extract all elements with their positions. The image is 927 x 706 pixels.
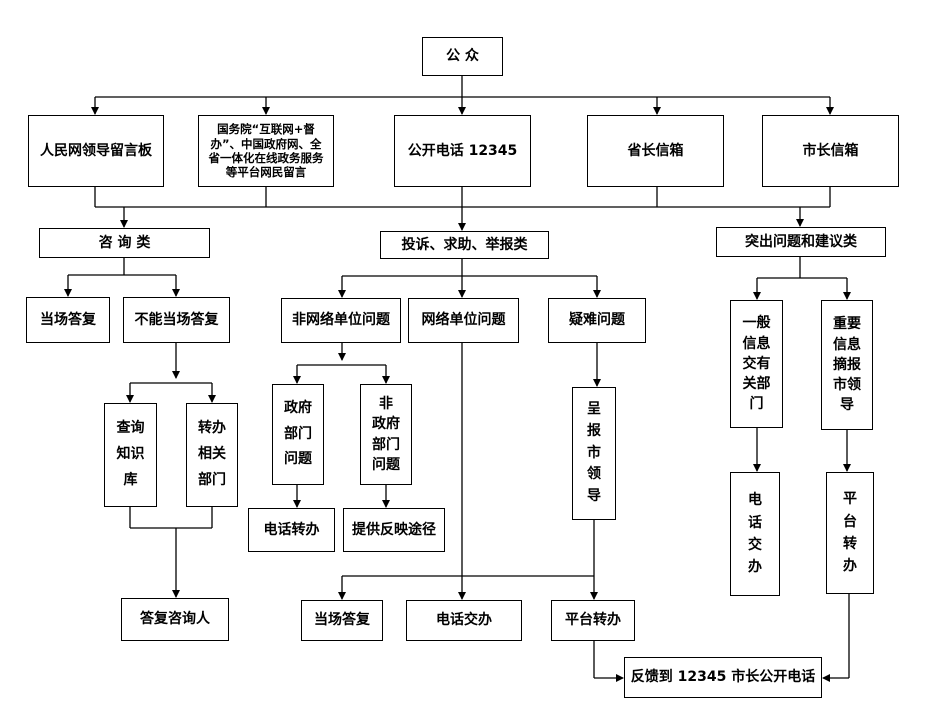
platform-transfer-box: 平台转办 bbox=[551, 600, 635, 641]
state-council-platforms-box: 国务院“互联网+督办”、中国政府网、全省一体化在线政务服务等平台网民留言 bbox=[198, 115, 334, 187]
onsite-reply-2-box: 当场答复 bbox=[301, 600, 383, 641]
general-info-box: 一般 信息 交有 关部 门 bbox=[730, 300, 783, 428]
query-knowledge-base-box: 查询 知识 库 bbox=[104, 403, 157, 507]
important-info-box: 重要 信息 摘报 市领 导 bbox=[821, 300, 873, 430]
reply-consultant-box: 答复咨询人 bbox=[121, 598, 229, 641]
provide-channel-box: 提供反映途径 bbox=[343, 508, 445, 552]
difficult-issue-box: 疑难问题 bbox=[548, 298, 646, 343]
feedback-12345-box: 反馈到 12345 市长公开电话 bbox=[624, 657, 822, 698]
transfer-department-box: 转办 相关 部门 bbox=[186, 403, 238, 507]
phone-assign-box: 电话交办 bbox=[406, 600, 522, 641]
public-box: 公 众 bbox=[422, 37, 503, 76]
network-issue-box: 网络单位问题 bbox=[408, 298, 519, 343]
report-city-leader-box: 呈 报 市 领 导 bbox=[572, 387, 616, 520]
governor-mailbox-box: 省长信箱 bbox=[587, 115, 724, 187]
prominent-issues-category-box: 突出问题和建议类 bbox=[716, 227, 886, 257]
non-network-issue-box: 非网络单位问题 bbox=[281, 298, 401, 343]
hotline-12345-box: 公开电话 12345 bbox=[394, 115, 531, 187]
phone-transfer-box: 电话转办 bbox=[248, 508, 335, 552]
consult-category-box: 咨 询 类 bbox=[39, 228, 210, 258]
mayor-mailbox-box: 市长信箱 bbox=[762, 115, 899, 187]
people-net-board-box: 人民网领导留言板 bbox=[28, 115, 164, 187]
not-onsite-reply-box: 不能当场答复 bbox=[123, 297, 230, 343]
onsite-reply-box: 当场答复 bbox=[26, 297, 110, 343]
platform-transfer-2-box: 平 台 转 办 bbox=[826, 472, 874, 594]
phone-assign-2-box: 电 话 交 办 bbox=[730, 472, 780, 596]
complaint-category-box: 投诉、求助、举报类 bbox=[380, 231, 549, 259]
gov-dept-issue-box: 政府 部门 问题 bbox=[272, 384, 324, 485]
non-gov-dept-issue-box: 非 政府 部门 问题 bbox=[360, 384, 412, 485]
